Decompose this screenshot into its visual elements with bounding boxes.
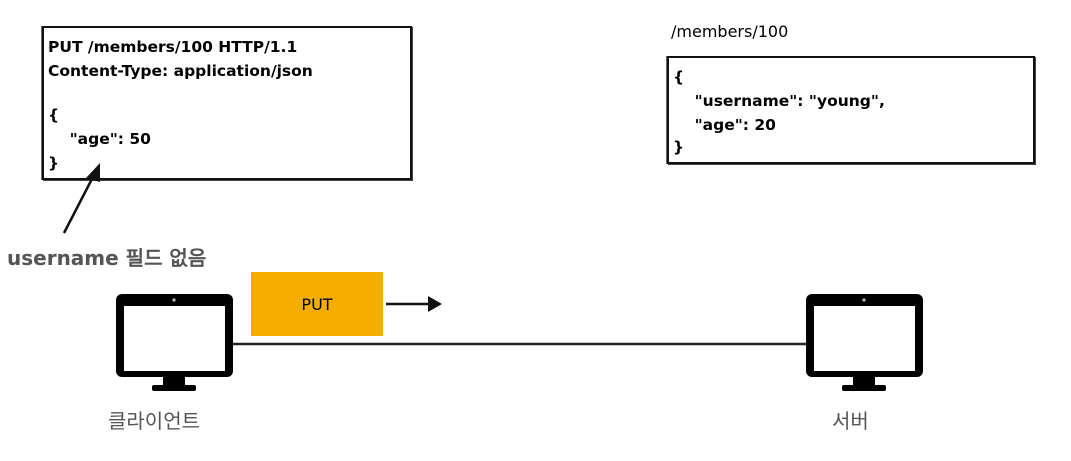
resource-close-brace: } (673, 138, 685, 156)
resource-username-line: "username": "young", (673, 92, 885, 110)
request-line: PUT /members/100 HTTP/1.1 (48, 38, 298, 56)
put-method-label: PUT (301, 294, 333, 314)
client-label: 클라이언트 (108, 409, 200, 433)
resource-age-line: "age": 20 (673, 116, 776, 134)
body-age-line: "age": 50 (48, 130, 151, 148)
request-message-box: PUT /members/100 HTTP/1.1 Content-Type: … (42, 26, 412, 180)
note-arrow (62, 163, 100, 234)
client-monitor-icon (116, 294, 233, 391)
header-line: Content-Type: application/json (48, 62, 313, 80)
server-monitor-icon (806, 294, 923, 391)
body-open-brace: { (48, 106, 60, 124)
missing-field-note: username 필드 없음 (7, 246, 207, 270)
resource-path: /members/100 (671, 22, 789, 41)
server-resource-box: { "username": "young", "age": 20 } (667, 56, 1035, 164)
resource-open-brace: { (673, 68, 685, 86)
body-close-brace: } (48, 154, 60, 172)
put-method-badge: PUT (251, 272, 383, 336)
direction-arrow (386, 296, 442, 312)
server-label: 서버 (832, 409, 869, 433)
